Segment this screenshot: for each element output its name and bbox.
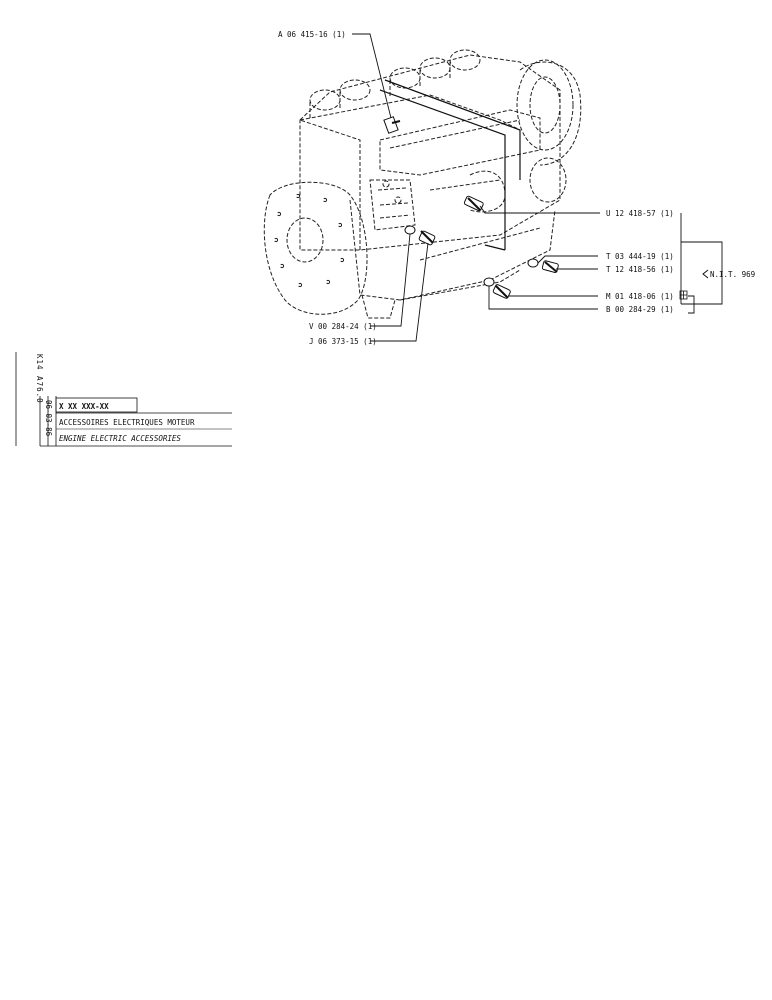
label-part-b: B 00 284-29 (1) (606, 305, 674, 314)
engine-outline (263, 49, 582, 319)
label-part-u: U 12 418-57 (1) (606, 209, 674, 218)
box-symbol-icon (679, 290, 688, 300)
title-french: ACCESSOIRES ELECTRIQUES MOTEUR (59, 418, 195, 427)
note-nit: N.I.T. 969 (710, 270, 755, 279)
diagram-number: X XX XXX-XX (59, 402, 109, 411)
part-J-sensor (418, 230, 436, 246)
label-part-t1: T 03 444-19 (1) (606, 252, 674, 261)
diagram-date: 06-03-86 (44, 400, 53, 437)
diagram-code: K14 A76.0 (35, 354, 44, 404)
part-T-switch (541, 260, 559, 273)
part-V-washer (404, 225, 416, 235)
label-part-m: M 01 418-06 (1) (606, 292, 674, 301)
part-U-sender (463, 195, 484, 212)
label-part-v: V 00 284-24 (1) (309, 322, 377, 331)
part-A-sensor (383, 116, 401, 134)
label-part-t2: T 12 418-56 (1) (606, 265, 674, 274)
engine-edges (379, 79, 521, 251)
arrow-left-icon (702, 269, 709, 279)
title-english: ENGINE ELECTRIC ACCESSORIES (59, 434, 181, 443)
part-B-washer (483, 277, 495, 287)
label-part-j: J 06 373-15 (1) (309, 337, 377, 346)
label-part-a: A 06 415-16 (1) (278, 30, 346, 39)
title-block: K14 A76.0 06-03-86 X XX XXX-XX ACCESSOIR… (15, 352, 232, 447)
part-M-switch (492, 284, 511, 299)
leader-lines (352, 33, 723, 342)
part-T-washer (527, 258, 539, 268)
